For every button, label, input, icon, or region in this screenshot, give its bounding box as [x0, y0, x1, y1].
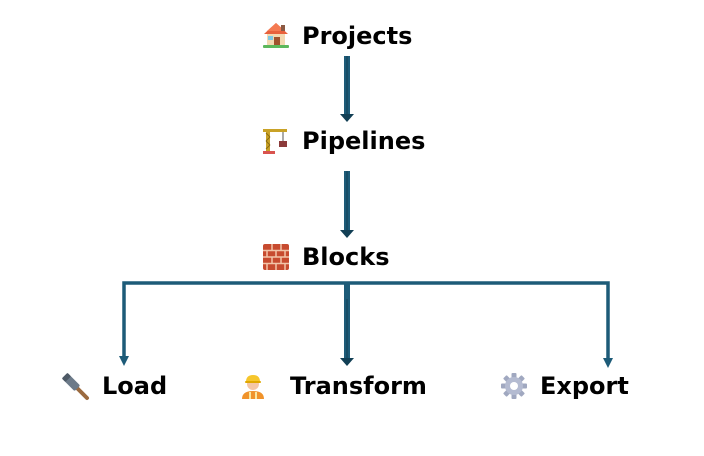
node-projects: Projects	[263, 22, 412, 50]
node-pipelines-label: Pipelines	[302, 127, 425, 155]
construction-worker-icon	[242, 375, 264, 399]
node-load: Load	[62, 372, 167, 400]
crane-icon	[263, 129, 287, 154]
node-pipelines: Pipelines	[263, 127, 425, 155]
edge-pipelines-blocks	[340, 171, 354, 238]
node-export-label: Export	[540, 372, 629, 400]
node-transform-label: Transform	[290, 372, 427, 400]
node-projects-label: Projects	[302, 22, 412, 50]
edge-blocks-transform	[340, 283, 354, 366]
node-blocks: Blocks	[263, 243, 389, 271]
node-transform: Transform	[242, 372, 427, 400]
edge-blocks-load	[119, 281, 347, 366]
node-blocks-label: Blocks	[302, 243, 389, 271]
gear-icon	[501, 373, 527, 399]
node-export: Export	[501, 372, 629, 400]
node-load-label: Load	[102, 372, 167, 400]
hammer-icon	[62, 373, 89, 400]
bricks-icon	[263, 244, 289, 270]
edge-blocks-export	[347, 281, 613, 368]
house-icon	[263, 23, 289, 48]
edge-projects-pipelines	[340, 56, 354, 122]
